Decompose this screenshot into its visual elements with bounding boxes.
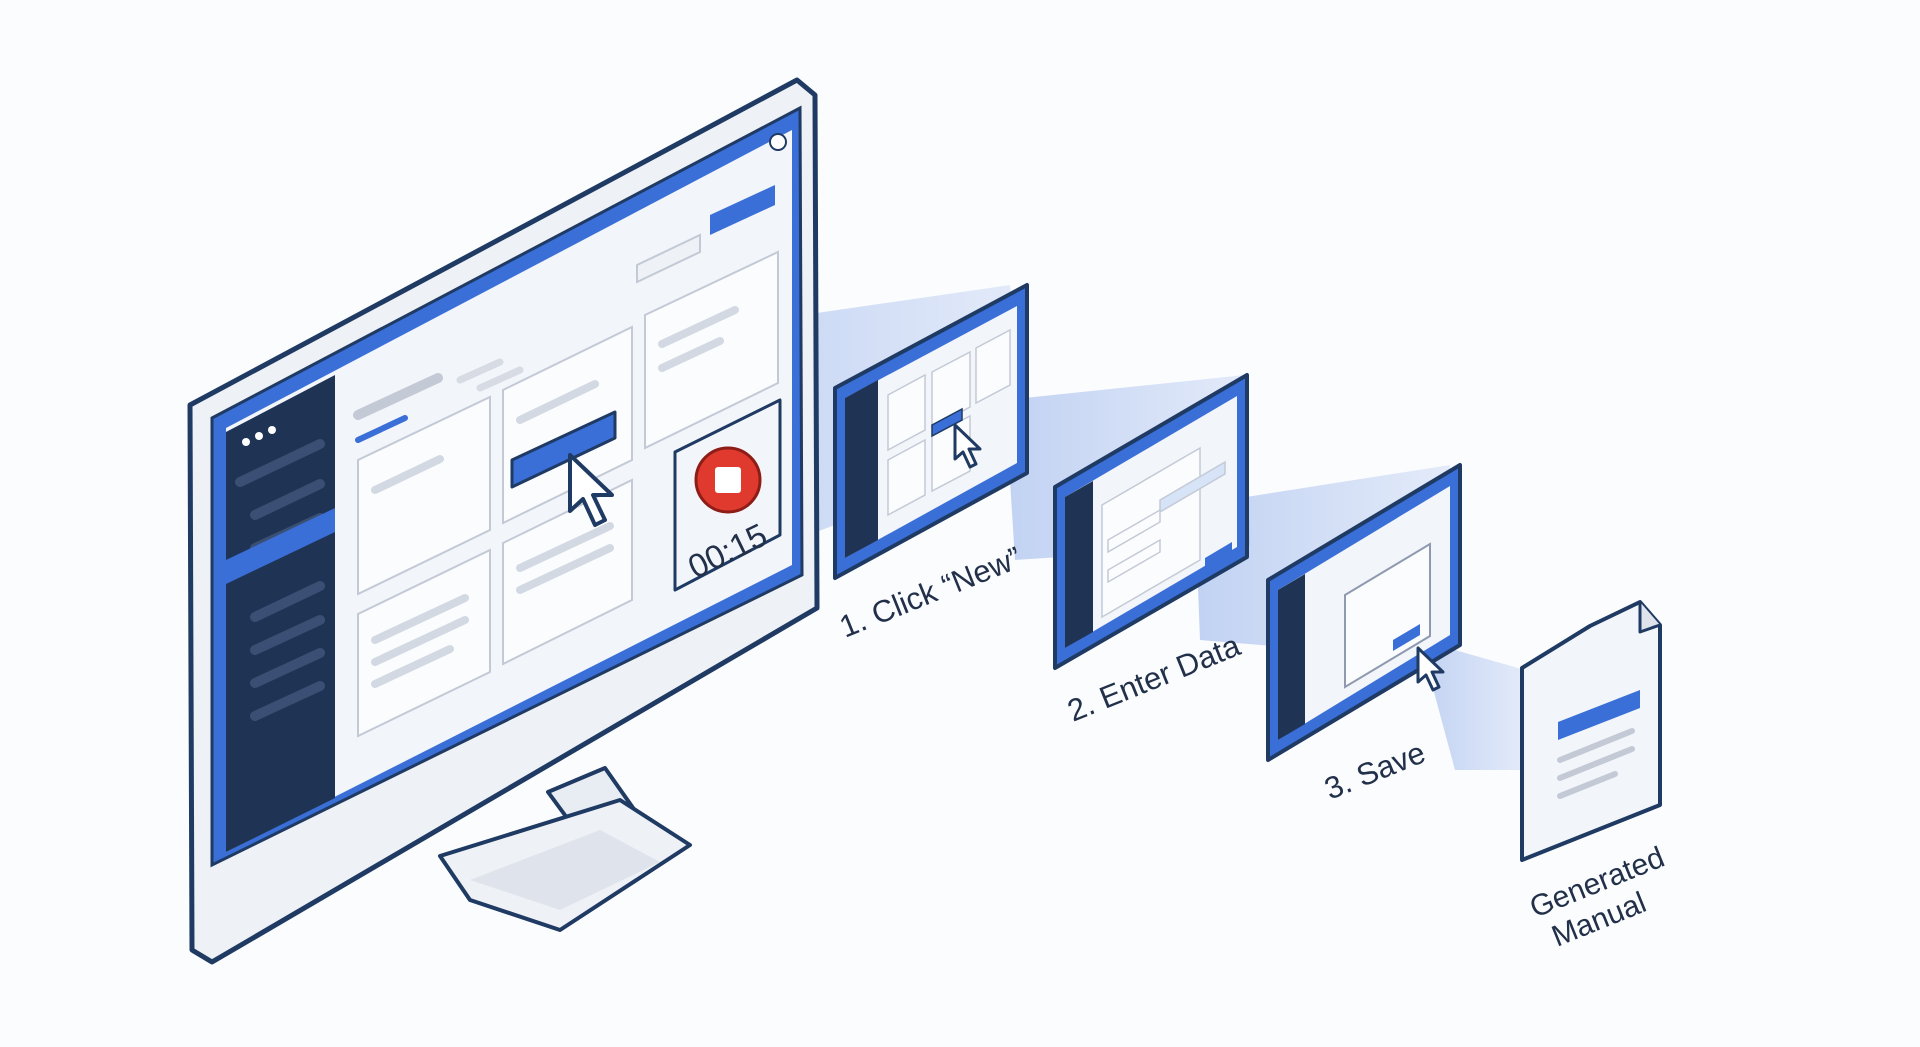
- card: [357, 395, 491, 596]
- step3-save-button: [1393, 624, 1420, 651]
- window-dots: [242, 426, 276, 446]
- document-icon: [1520, 600, 1662, 862]
- new-button: [510, 410, 617, 489]
- document-text-lines: [1557, 728, 1635, 799]
- sidebar-item-active: [226, 508, 335, 584]
- step3-label: 3. Save: [1320, 735, 1431, 807]
- card-lines: [371, 306, 739, 688]
- step3-cursor-icon: [1416, 646, 1445, 692]
- step2-sidebar: [1065, 481, 1093, 648]
- header-link: [456, 358, 504, 384]
- content-cards: [357, 250, 779, 738]
- card: [644, 250, 779, 450]
- generated-manual: Generated Manual: [1520, 600, 1669, 953]
- step2-screenshot: [1053, 373, 1249, 670]
- cursor-icon: [568, 453, 614, 527]
- header-secondary-button: [636, 233, 701, 284]
- monitor-stand: [438, 766, 692, 932]
- step1-cursor-icon: [953, 423, 982, 469]
- header-title-bar: [353, 373, 443, 420]
- stop-record-icon: [715, 467, 741, 493]
- recording-widget: 00:15: [673, 398, 782, 592]
- header-primary-button: [710, 185, 775, 235]
- step1-cards: [887, 328, 1011, 517]
- monitor: 00:15: [187, 77, 820, 965]
- step2-form-fields: [1101, 446, 1226, 619]
- beam-step3-to-manual: [1420, 640, 1525, 770]
- window-avatar: [769, 133, 787, 151]
- step3-screenshot: [1266, 463, 1462, 762]
- step1-screenshot: [833, 283, 1029, 580]
- step2-submit-button: [1205, 542, 1232, 569]
- header-link: [476, 366, 524, 392]
- step1-new-button: [931, 407, 963, 438]
- document-heading-bar: [1558, 690, 1640, 740]
- document-corner-fold: [1638, 602, 1661, 634]
- step3-dialog: [1344, 542, 1431, 689]
- step3-sidebar: [1278, 574, 1305, 740]
- header-accent-bar: [355, 415, 408, 443]
- step1-sidebar: [845, 380, 878, 558]
